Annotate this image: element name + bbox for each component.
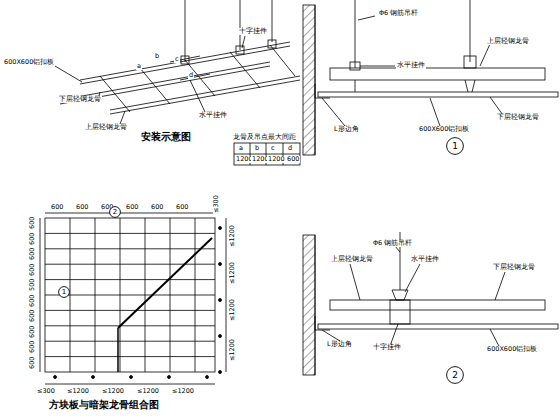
detail-two: [303, 232, 558, 375]
annotation-label: a: [136, 63, 142, 70]
callout-circle: 1: [446, 137, 464, 155]
annotation-label: ≤1200: [229, 338, 236, 362]
annotation-label: 水平挂件: [410, 256, 440, 263]
annotation-label: 600: [29, 325, 36, 339]
annotation-label: 下层轻钢龙骨: [496, 114, 540, 121]
annotation-label: 下层轻钢龙骨: [492, 264, 536, 271]
annotation-label: a: [238, 145, 244, 152]
annotation-label: L形边角: [333, 126, 360, 133]
annotation-label: 600: [29, 216, 36, 230]
callout-circle: 1: [58, 286, 70, 298]
annotation-label: ≤1200: [66, 388, 90, 395]
annotation-label: 600: [175, 204, 189, 211]
annotation-label: ≤300: [36, 388, 56, 395]
annotation-label: 十字挂件: [372, 344, 402, 351]
annotation-label: c: [174, 56, 180, 63]
annotation-label: 600: [29, 247, 36, 261]
annotation-label: Φ6 钢筋吊杆: [372, 240, 413, 247]
annotation-label: Φ6 钢筋吊杆: [378, 10, 419, 17]
annotation-label: 600: [29, 309, 36, 323]
annotation-label: 上层轻钢龙骨: [486, 38, 530, 45]
annotation-label: 600X600铝扣板: [486, 346, 538, 353]
annotation-label: 600: [29, 232, 36, 246]
drawing-title: 安装示意图: [140, 132, 192, 143]
annotation-label: 600: [29, 263, 36, 277]
annotation-label: L形边角: [326, 341, 353, 348]
annotation-label: b: [154, 53, 160, 60]
callout-number: 1: [62, 288, 66, 296]
annotation-label: 500: [29, 278, 36, 292]
annotation-label: d: [287, 145, 293, 152]
annotation-label: 水平挂件: [396, 62, 426, 69]
annotation-label: ≤1200: [229, 224, 236, 248]
annotation-label: c: [270, 145, 276, 152]
annotation-label: 600X600铝扣板: [3, 59, 55, 66]
annotation-label: ≤300: [213, 194, 220, 214]
annotation-label: 600: [286, 156, 300, 163]
spacing-table: [234, 143, 300, 165]
annotation-label: 下层轻钢龙骨: [58, 96, 102, 103]
annotation-label: 上层轻钢龙骨: [84, 124, 128, 131]
drawing-title: 方块板与暗架龙骨组合图: [48, 400, 160, 411]
callout-number: 1: [452, 141, 458, 151]
annotation-label: b: [254, 145, 260, 152]
annotation-label: 600: [29, 356, 36, 370]
detail-one: [303, 0, 558, 155]
annotation-label: ≤1200: [171, 388, 195, 395]
annotation-label: 水平挂件: [198, 112, 228, 119]
annotation-label: d: [188, 72, 194, 79]
annotation-label: ≤1200: [101, 388, 125, 395]
callout-circle: 2: [446, 366, 464, 384]
annotation-label: 龙骨及吊点最大间距: [232, 134, 297, 141]
annotation-label: 十字挂件: [238, 28, 268, 35]
iso-view: [55, 0, 300, 124]
annotation-label: 600: [75, 204, 89, 211]
annotation-label: ≤1200: [229, 261, 236, 285]
annotation-label: ≤1200: [136, 388, 160, 395]
annotation-label: 600X600铝扣板: [418, 126, 470, 133]
plan-grid: [40, 213, 226, 384]
callout-number: 2: [452, 370, 458, 380]
annotation-label: 600: [150, 204, 164, 211]
callout-circle: 2: [109, 206, 121, 218]
annotation-label: 600: [50, 204, 64, 211]
annotation-label: 600: [29, 340, 36, 354]
annotation-label: 1200: [267, 156, 286, 163]
annotation-label: 600: [29, 294, 36, 308]
annotation-label: 上层轻钢龙骨: [330, 256, 374, 263]
callout-number: 2: [113, 208, 117, 216]
annotation-label: ≤1200: [229, 298, 236, 322]
annotation-label: 600: [125, 204, 139, 211]
